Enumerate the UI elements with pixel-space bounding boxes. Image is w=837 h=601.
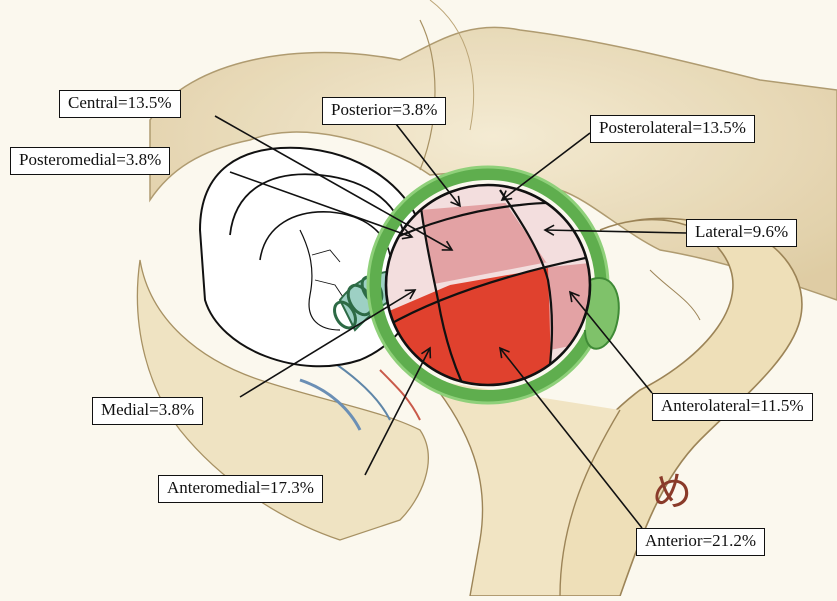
artist-signature: め xyxy=(652,469,692,515)
label-central: Central=13.5% xyxy=(59,90,181,118)
label-posteromedial: Posteromedial=3.8% xyxy=(10,147,170,175)
label-posterolateral: Posterolateral=13.5% xyxy=(590,115,755,143)
label-anterolateral: Anterolateral=11.5% xyxy=(652,393,813,421)
label-lateral: Lateral=9.6% xyxy=(686,219,797,247)
label-anterior: Anterior=21.2% xyxy=(636,528,765,556)
label-medial: Medial=3.8% xyxy=(92,397,203,425)
label-posterior: Posterior=3.8% xyxy=(322,97,446,125)
label-anteromedial: Anteromedial=17.3% xyxy=(158,475,323,503)
